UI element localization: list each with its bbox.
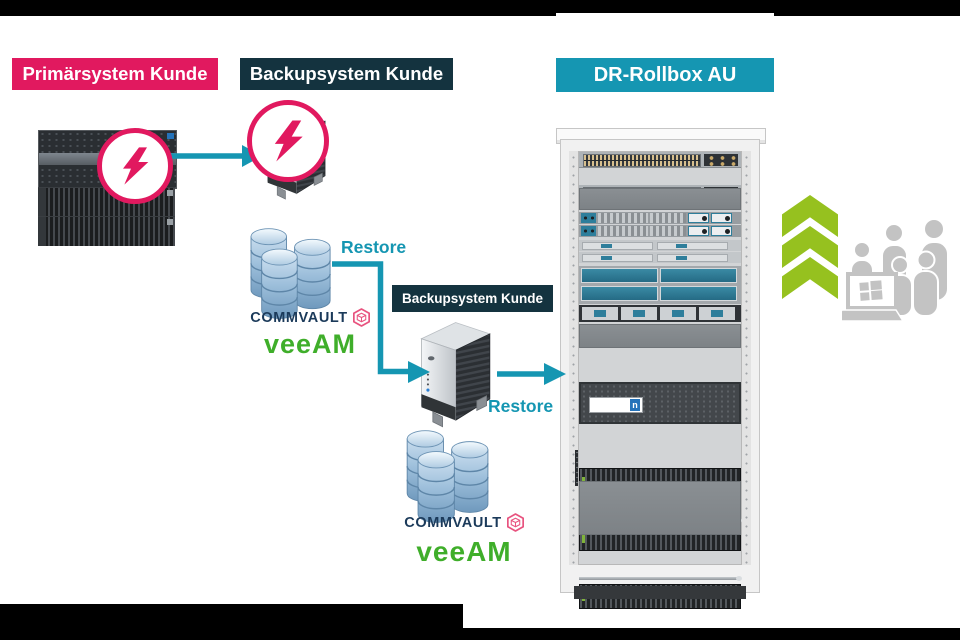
rack-interior: n <box>578 151 742 609</box>
top-frame-bar <box>0 0 960 13</box>
user-group-icon <box>840 210 956 322</box>
veeam-wordmark: veeAM <box>263 329 357 359</box>
netapp-logo-icon: n <box>630 399 640 411</box>
server-module-row <box>579 212 741 238</box>
shelf-cap <box>38 217 46 246</box>
triple-chevron-up-icon <box>782 195 838 305</box>
veeam-wordmark: veeAM <box>416 536 512 567</box>
shelf-led <box>167 219 173 225</box>
lightning-bolt-icon <box>115 146 155 186</box>
rack-plinth <box>574 586 746 599</box>
switch-uplinks <box>704 154 738 166</box>
commvault-hexagon-icon <box>353 308 370 327</box>
label-backupsystem-kunde: Backupsystem Kunde <box>240 58 453 90</box>
disk-shelf <box>38 216 175 246</box>
drive-module-row <box>579 305 741 322</box>
dr-rollbox-rack: n <box>556 125 766 609</box>
restore-label: Restore <box>341 237 407 257</box>
top-frame-bar-left <box>0 13 556 16</box>
bottom-frame-bar <box>0 628 960 640</box>
shelf-rail <box>579 576 742 581</box>
database-stack-icon <box>402 428 494 526</box>
netapp-badge-icon <box>167 133 174 139</box>
storage-controller-panels <box>579 266 741 304</box>
label-primaersystem-kunde: Primärsystem Kunde <box>12 58 218 90</box>
lightning-bolt-icon <box>266 119 310 163</box>
label-backupsystem-kunde-small: Backupsystem Kunde <box>392 285 553 312</box>
veeam-logo: veeAM <box>398 536 530 568</box>
commvault-logo: COMMVAULT <box>244 308 376 327</box>
commvault-logo: COMMVAULT <box>398 513 530 532</box>
commvault-wordmark: COMMVAULT <box>404 514 502 531</box>
shelf-led <box>167 190 173 196</box>
commvault-hexagon-icon <box>507 513 524 532</box>
netapp-label: n <box>589 397 643 413</box>
commvault-wordmark: COMMVAULT <box>250 309 348 326</box>
lightning-icon <box>97 128 173 204</box>
label-dr-rollbox-au: DR-Rollbox AU <box>556 58 774 92</box>
rack-rail-left <box>569 151 578 565</box>
veeam-logo: veeAM <box>244 329 376 360</box>
switch-ports <box>583 154 701 167</box>
network-switch <box>579 152 741 168</box>
chevron-up-icon <box>782 257 838 299</box>
rack-rail-right <box>742 151 751 565</box>
shelf-cap <box>38 188 46 217</box>
netapp-storage-unit: n <box>579 382 741 424</box>
blank-panel <box>579 188 741 210</box>
blank-panel <box>579 481 741 535</box>
lightning-icon <box>247 100 329 182</box>
blank-panel <box>579 324 741 348</box>
top-frame-bar-right <box>774 13 960 16</box>
server-module-row <box>579 240 741 264</box>
restore-label: Restore <box>488 396 554 416</box>
